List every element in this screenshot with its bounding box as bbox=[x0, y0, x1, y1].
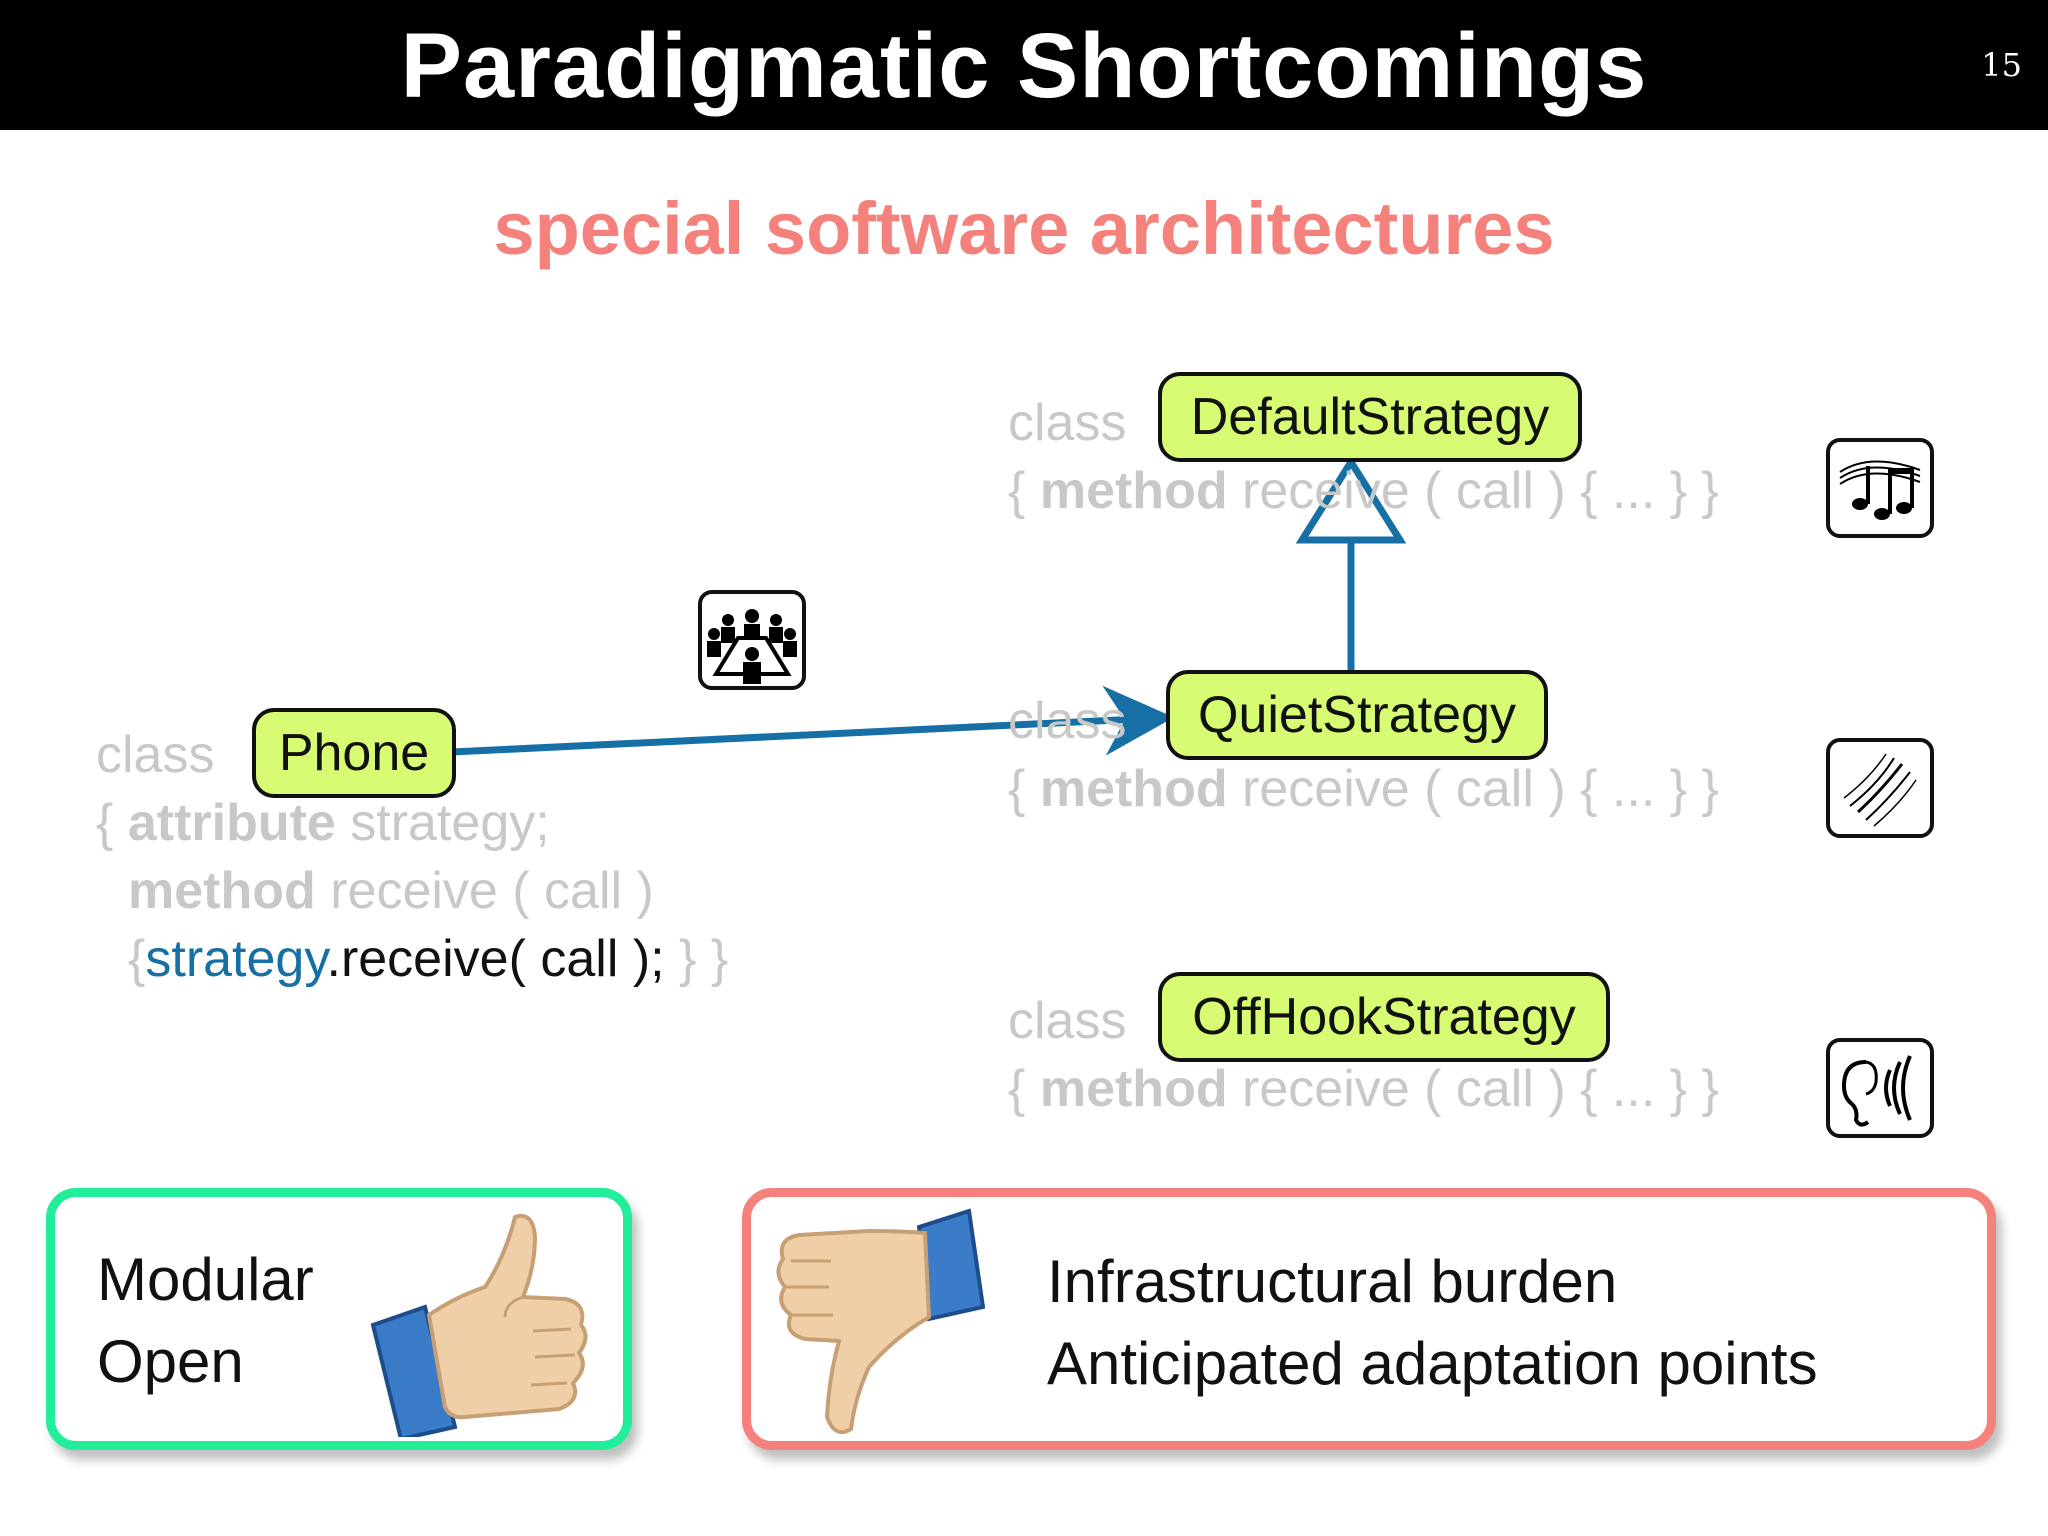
vibration-icon bbox=[1826, 738, 1934, 838]
default-class-keyword: class bbox=[1008, 394, 1127, 452]
cons-panel: Infrastructural burden Anticipated adapt… bbox=[742, 1188, 1996, 1450]
association-arrow bbox=[451, 685, 1174, 756]
cons-line-1: Infrastructural burden bbox=[1047, 1248, 1618, 1315]
page-number: 15 bbox=[1981, 46, 2022, 84]
default-strategy-box: DefaultStrategy bbox=[1158, 372, 1582, 462]
phone-code-line1: { attribute strategy; bbox=[96, 794, 550, 852]
phone-class-box: Phone bbox=[252, 708, 456, 798]
phone-class-keyword: class bbox=[96, 726, 215, 784]
slide-title: Paradigmatic Shortcomings bbox=[400, 15, 1648, 117]
slide-subtitle: special software architectures bbox=[493, 187, 1555, 270]
pros-line-1: Modular bbox=[97, 1246, 314, 1313]
quiet-strategy-code: { method receive ( call ) { ... } } bbox=[1008, 760, 1719, 818]
pros-panel: Modular Open bbox=[46, 1188, 632, 1450]
phone-code-line3: {strategy.receive( call ); } } bbox=[128, 930, 729, 988]
quiet-class-keyword: class bbox=[1008, 692, 1127, 750]
title-bar: Paradigmatic Shortcomings 15 bbox=[0, 0, 2048, 130]
offhook-strategy-code: { method receive ( call ) { ... } } bbox=[1008, 1060, 1719, 1118]
thumbs-down-icon bbox=[769, 1207, 1009, 1452]
inheritance-triangle bbox=[1295, 455, 1407, 544]
quiet-strategy-box: QuietStrategy bbox=[1166, 670, 1548, 760]
ear-sound-icon bbox=[1826, 1038, 1934, 1138]
offhook-strategy-box: OffHookStrategy bbox=[1158, 972, 1610, 1062]
pros-line-2: Open bbox=[97, 1328, 244, 1395]
default-strategy-code: { method receive ( call ) { ... } } bbox=[1008, 462, 1719, 520]
thumbs-up-icon bbox=[355, 1207, 595, 1442]
meeting-room-icon bbox=[698, 590, 806, 690]
offhook-class-keyword: class bbox=[1008, 992, 1127, 1050]
cons-line-2: Anticipated adaptation points bbox=[1047, 1330, 1818, 1397]
phone-code-line2: method receive ( call ) bbox=[128, 862, 654, 920]
music-notes-icon bbox=[1826, 438, 1934, 538]
